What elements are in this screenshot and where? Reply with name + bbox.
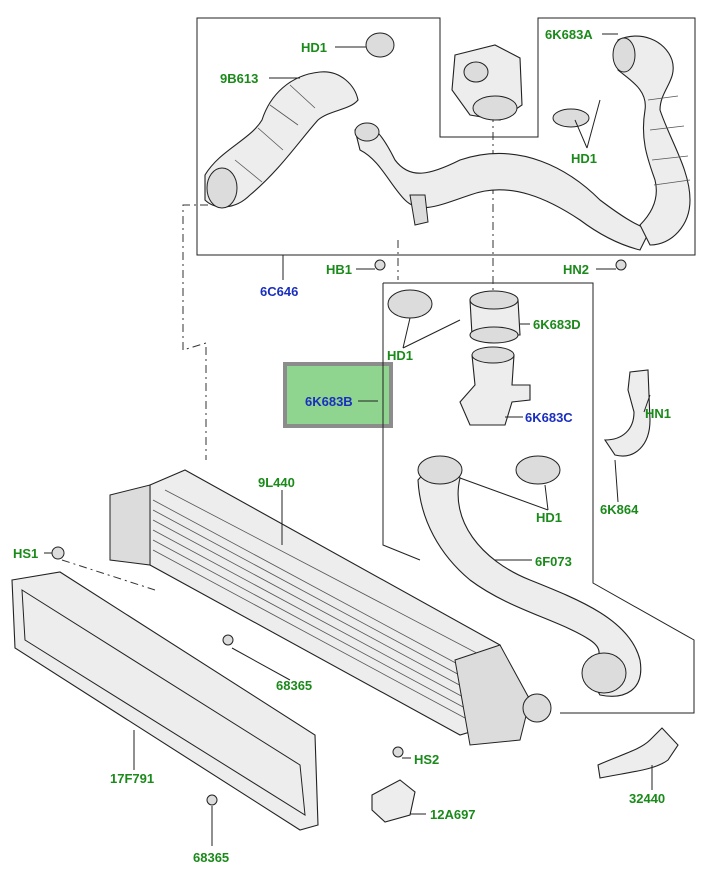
bolt-hs2[interactable]	[392, 746, 404, 758]
duct-9b613[interactable]	[204, 71, 359, 209]
clamp-hd1-top[interactable]	[365, 32, 395, 58]
label-6k864[interactable]: 6K864	[600, 502, 639, 517]
clamp-hd1-mid[interactable]	[387, 289, 433, 319]
throttle-body[interactable]	[451, 44, 523, 121]
label-6k683d[interactable]: 6K683D	[533, 317, 581, 332]
label-9b613[interactable]: 9B613	[220, 71, 259, 86]
coupling-6k683d[interactable]	[469, 290, 521, 344]
bolt-hn2[interactable]	[615, 259, 627, 271]
duct-6c646[interactable]	[354, 122, 651, 251]
clamp-hd1-right[interactable]	[552, 108, 590, 128]
bracket-6k864[interactable]	[603, 369, 651, 457]
intercooler-9l440[interactable]	[109, 469, 552, 746]
label-6f073[interactable]: 6F073	[535, 554, 572, 569]
hose-32440[interactable]	[597, 727, 679, 779]
label-32440[interactable]: 32440	[629, 791, 666, 806]
adapter-6k683c[interactable]	[459, 346, 531, 426]
label-6k683c[interactable]: 6K683C	[525, 410, 573, 425]
sensor-12a697[interactable]	[371, 779, 416, 823]
label-hb1[interactable]: HB1	[326, 262, 353, 277]
panel-17f791[interactable]	[11, 571, 319, 831]
label-hd1-mid[interactable]: HD1	[387, 348, 414, 363]
bolt-hs1[interactable]	[51, 546, 65, 560]
selected-part-highlight[interactable]	[283, 362, 393, 428]
duct-6k683a[interactable]	[612, 35, 691, 246]
label-68365-a[interactable]: 68365	[276, 678, 313, 693]
label-17f791[interactable]: 17F791	[110, 771, 155, 786]
label-9l440[interactable]: 9L440	[258, 475, 295, 490]
label-hs2[interactable]: HS2	[414, 752, 440, 767]
label-hn1[interactable]: HN1	[645, 406, 672, 421]
label-hd1-right[interactable]: HD1	[571, 151, 598, 166]
leader-lines	[44, 33, 653, 846]
hose-6f073[interactable]	[417, 455, 642, 697]
label-6c646[interactable]: 6C646	[260, 284, 299, 299]
label-6k683b[interactable]: 6K683B	[305, 394, 353, 409]
clip-68365-b[interactable]	[206, 794, 218, 806]
lower-assembly-frame	[383, 282, 695, 714]
clamp-hd1-low[interactable]	[515, 455, 561, 485]
label-6k683a[interactable]: 6K683A	[545, 27, 593, 42]
bolt-hb1[interactable]	[374, 259, 386, 271]
label-hd1-top[interactable]: HD1	[301, 40, 328, 55]
label-hn2[interactable]: HN2	[563, 262, 590, 277]
clip-68365-a[interactable]	[222, 634, 234, 646]
label-68365-b[interactable]: 68365	[193, 850, 230, 865]
upper-assembly-frame	[196, 17, 696, 256]
label-12a697[interactable]: 12A697	[430, 807, 476, 822]
label-hd1-low[interactable]: HD1	[536, 510, 563, 525]
guide-line-left	[182, 204, 208, 460]
label-hs1[interactable]: HS1	[13, 546, 39, 561]
